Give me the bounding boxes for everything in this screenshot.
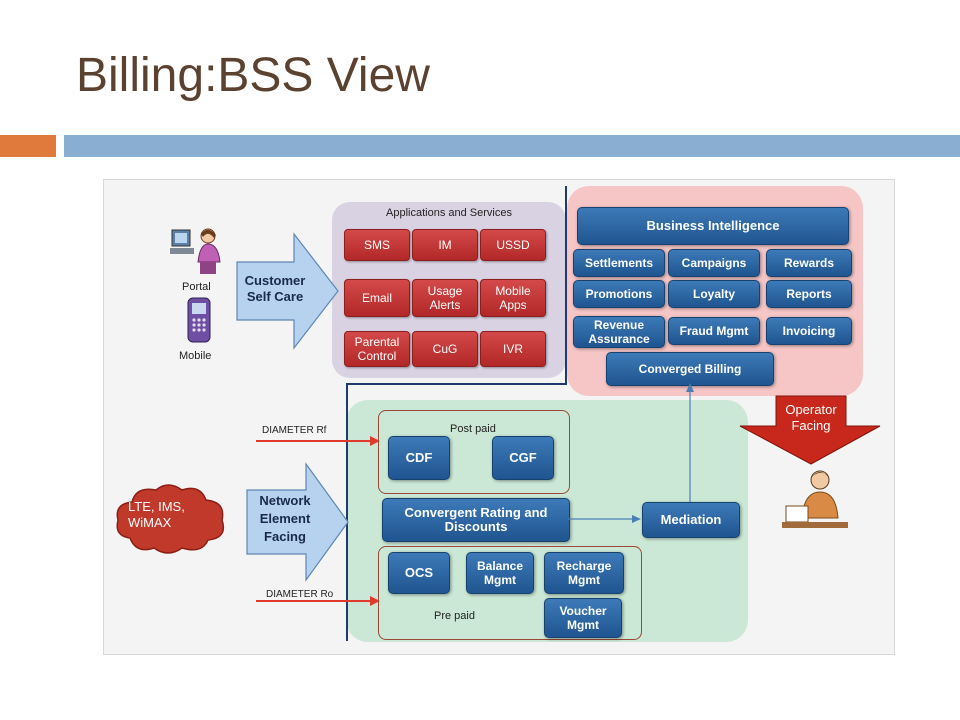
network-element-facing-arrow (246, 462, 349, 582)
service-im: IM (412, 229, 478, 261)
voucher-mgmt-box: Voucher Mgmt (544, 598, 622, 638)
rating-to-mediation-arrow (568, 515, 641, 523)
portal-label: Portal (182, 281, 211, 293)
prepaid-group (378, 546, 642, 640)
separator-line-horizontal (346, 383, 567, 385)
prepaid-label: Pre paid (434, 610, 475, 622)
diameter-rf-arrow (256, 436, 380, 446)
service-mobile-apps: Mobile Apps (480, 279, 546, 317)
postpaid-label: Post paid (450, 423, 496, 435)
bss-campaigns: Campaigns (668, 249, 760, 277)
separator-line-vertical-bottom (346, 383, 348, 641)
title-accent-bar-orange (0, 135, 56, 157)
convergent-rating-box: Convergent Rating and Discounts (382, 498, 570, 542)
bss-rewards: Rewards (766, 249, 852, 277)
recharge-mgmt-box: Recharge Mgmt (544, 552, 624, 594)
cgf-box: CGF (492, 436, 554, 480)
bss-invoicing: Invoicing (766, 317, 852, 345)
mobile-label: Mobile (179, 350, 212, 362)
service-ussd: USSD (480, 229, 546, 261)
portal-user-icon (170, 228, 221, 274)
postpaid-group (378, 410, 570, 494)
operator-person-icon (782, 470, 848, 528)
diameter-ro-label: DIAMETER Ro (266, 589, 334, 600)
service-parental-control: Parental Control (344, 331, 410, 367)
business-intelligence-box: Business Intelligence (577, 207, 849, 245)
diameter-ro-arrow (256, 596, 380, 606)
title-accent-bar-blue (64, 135, 960, 157)
ocs-box: OCS (388, 552, 450, 594)
service-usage-alerts: Usage Alerts (412, 279, 478, 317)
network-cloud-icon (116, 484, 225, 554)
cloud-label: LTE, IMS, WiMAX (128, 499, 185, 530)
slide-title: Billing:BSS View (76, 49, 430, 102)
separator-line-vertical-top (565, 186, 567, 384)
bss-fraud-mgmt: Fraud Mgmt (668, 317, 760, 345)
service-cug: CuG (412, 331, 478, 367)
mediation-box: Mediation (642, 502, 740, 538)
operator-facing-arrow (739, 395, 881, 465)
operator-facing-label: Operator Facing (785, 402, 837, 433)
bss-loyalty: Loyalty (668, 280, 760, 308)
mediation-to-billing-arrow (686, 383, 694, 502)
applications-title: Applications and Services (386, 207, 512, 219)
network-element-facing-label: Network Element Facing (259, 493, 311, 544)
customer-self-care-label: Customer Self Care (244, 273, 306, 304)
service-ivr: IVR (480, 331, 546, 367)
bss-revenue-assurance: Revenue Assurance (573, 316, 665, 348)
bss-settlements: Settlements (573, 249, 665, 277)
service-sms: SMS (344, 229, 410, 261)
cdf-box: CDF (388, 436, 450, 480)
mobile-phone-icon (187, 297, 211, 343)
diameter-rf-label: DIAMETER Rf (262, 425, 327, 436)
customer-self-care-arrow (236, 232, 339, 350)
converged-billing-box: Converged Billing (606, 352, 774, 386)
service-email: Email (344, 279, 410, 317)
bss-promotions: Promotions (573, 280, 665, 308)
bss-reports: Reports (766, 280, 852, 308)
balance-mgmt-box: Balance Mgmt (466, 552, 534, 594)
bss-diagram: Portal Mobile Customer Self Care Applica… (103, 179, 895, 655)
